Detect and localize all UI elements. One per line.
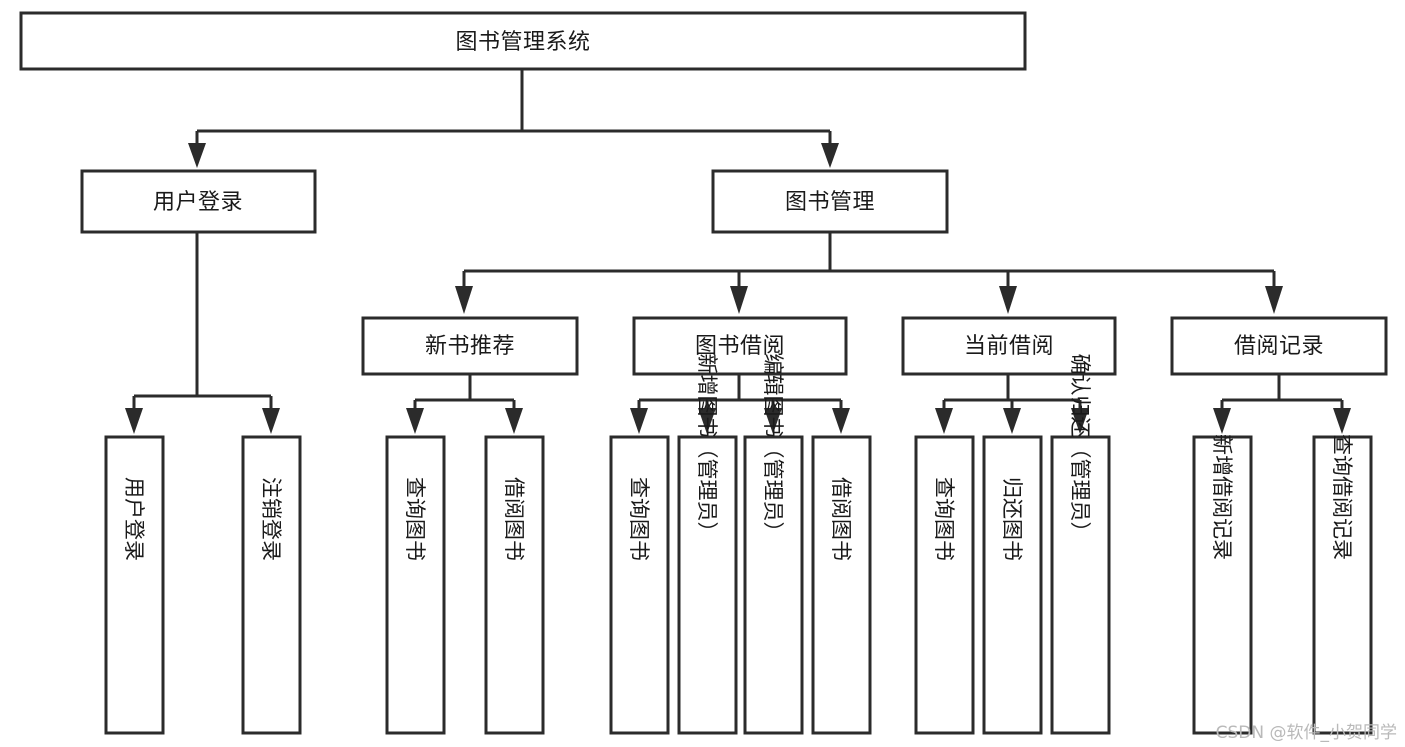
- node-root-box[interactable]: [19, 11, 1027, 71]
- node-book-borrow-box[interactable]: [632, 316, 848, 376]
- node-leaf-borrow-book-2[interactable]: 借阅图书: [811, 435, 872, 735]
- node-book-borrow-label: 图书借阅: [695, 334, 785, 359]
- arrowhead-user-login: [188, 143, 206, 168]
- node-leaf-query-book-2-label: 查询图书: [627, 477, 651, 561]
- node-book-borrow[interactable]: 图书借阅: [632, 316, 848, 376]
- node-leaf-query-record[interactable]: 查询借阅记录: [1312, 434, 1373, 735]
- arrowhead-leaf-query-book-1: [406, 408, 424, 434]
- node-leaf-borrow-book-1-label: 借阅图书: [502, 477, 526, 561]
- connector-group-new-book-rec: [406, 374, 523, 434]
- connector-group-borrow-record: [1213, 374, 1351, 434]
- node-leaf-query-book-3-box[interactable]: [914, 435, 975, 735]
- node-leaf-query-record-box[interactable]: [1312, 435, 1373, 735]
- node-leaf-add-record-label: 新增借阅记录: [1210, 434, 1234, 560]
- connector-group-user-login: [125, 232, 280, 434]
- node-leaf-borrow-book-1[interactable]: 借阅图书: [484, 435, 545, 735]
- node-leaf-add-record[interactable]: 新增借阅记录: [1192, 434, 1253, 735]
- node-leaf-query-book-1-box[interactable]: [385, 435, 446, 735]
- node-leaf-user-logout-box[interactable]: [241, 435, 302, 735]
- node-leaf-edit-book-label: 编辑图书（管理员）: [761, 354, 785, 543]
- node-leaf-confirm-return-label: 确认归还（管理员）: [1068, 354, 1092, 543]
- arrowhead-leaf-edit-book: [764, 408, 782, 434]
- node-book-manage-box[interactable]: [711, 169, 949, 234]
- arrowhead-new-book-rec: [455, 286, 473, 314]
- node-root[interactable]: 图书管理系统: [19, 11, 1027, 71]
- node-leaf-user-logout-label: 注销登录: [259, 477, 283, 561]
- node-user-login-label: 用户登录: [153, 190, 243, 215]
- node-new-book-rec[interactable]: 新书推荐: [361, 316, 579, 376]
- node-leaf-query-book-2-box[interactable]: [609, 435, 670, 735]
- node-leaf-user-login[interactable]: 用户登录: [104, 435, 165, 735]
- node-borrow-record-box[interactable]: [1170, 316, 1388, 376]
- arrowhead-leaf-user-logout: [262, 408, 280, 434]
- arrowhead-leaf-add-book: [698, 408, 716, 434]
- arrowhead-book-borrow: [730, 286, 748, 314]
- node-leaf-add-record-box[interactable]: [1192, 435, 1253, 735]
- node-current-borrow-box[interactable]: [901, 316, 1117, 376]
- node-leaf-add-book-label: 新增图书（管理员）: [695, 354, 719, 543]
- arrowhead-leaf-query-record: [1333, 408, 1351, 434]
- arrowhead-leaf-borrow-book-2: [832, 408, 850, 434]
- node-root-label: 图书管理系统: [455, 30, 590, 55]
- node-current-borrow[interactable]: 当前借阅: [901, 316, 1117, 376]
- node-leaf-confirm-return-box[interactable]: [1050, 435, 1111, 735]
- node-leaf-user-login-label: 用户登录: [122, 477, 146, 561]
- node-current-borrow-label: 当前借阅: [964, 334, 1054, 359]
- arrowhead-leaf-confirm-return: [1071, 408, 1089, 434]
- node-leaf-query-book-2[interactable]: 查询图书: [609, 435, 670, 735]
- arrowhead-current-borrow: [999, 286, 1017, 314]
- connector-group-book-manage: [455, 232, 1283, 314]
- arrowhead-leaf-return-book: [1003, 408, 1021, 434]
- node-leaf-borrow-book-2-box[interactable]: [811, 435, 872, 735]
- node-new-book-rec-label: 新书推荐: [425, 334, 515, 359]
- node-leaf-add-book-box[interactable]: [677, 435, 738, 735]
- arrowhead-leaf-query-book-3: [935, 408, 953, 434]
- node-borrow-record-label: 借阅记录: [1234, 334, 1324, 359]
- arrowhead-borrow-record: [1265, 286, 1283, 314]
- node-leaf-return-book[interactable]: 归还图书: [982, 435, 1043, 735]
- node-leaf-user-login-box[interactable]: [104, 435, 165, 735]
- csdn-watermark: CSDN @软件_小贺同学: [1215, 723, 1397, 743]
- arrowhead-leaf-borrow-book-1: [505, 408, 523, 434]
- node-leaf-edit-book[interactable]: 编辑图书（管理员）: [743, 354, 804, 735]
- arrowhead-book-manage: [821, 143, 839, 168]
- connector-group-root: [188, 69, 839, 168]
- arrowhead-leaf-user-login: [125, 408, 143, 434]
- arrowhead-leaf-add-record: [1213, 408, 1231, 434]
- node-borrow-record[interactable]: 借阅记录: [1170, 316, 1388, 376]
- node-leaf-confirm-return[interactable]: 确认归还（管理员）: [1050, 354, 1111, 735]
- connector-group-current-borrow: [935, 374, 1089, 434]
- node-user-login-box[interactable]: [80, 169, 317, 234]
- node-leaf-return-book-box[interactable]: [982, 435, 1043, 735]
- node-leaf-query-book-1-label: 查询图书: [403, 477, 427, 561]
- node-leaf-query-record-label: 查询借阅记录: [1330, 434, 1354, 560]
- node-leaf-query-book-3[interactable]: 查询图书: [914, 435, 975, 735]
- node-new-book-rec-box[interactable]: [361, 316, 579, 376]
- node-leaf-borrow-book-2-label: 借阅图书: [829, 477, 853, 561]
- node-user-login[interactable]: 用户登录: [80, 169, 317, 234]
- node-book-manage[interactable]: 图书管理: [711, 169, 949, 234]
- connector-group-book-borrow: [630, 374, 850, 434]
- node-leaf-edit-book-box[interactable]: [743, 435, 804, 735]
- node-leaf-query-book-1[interactable]: 查询图书: [385, 435, 446, 735]
- node-leaf-return-book-label: 归还图书: [1000, 477, 1024, 561]
- node-book-manage-label: 图书管理: [785, 190, 875, 215]
- node-leaf-user-logout[interactable]: 注销登录: [241, 435, 302, 735]
- arrowhead-leaf-query-book-2: [630, 408, 648, 434]
- node-leaf-add-book[interactable]: 新增图书（管理员）: [677, 354, 738, 735]
- node-leaf-query-book-3-label: 查询图书: [932, 477, 956, 561]
- node-leaf-borrow-book-1-box[interactable]: [484, 435, 545, 735]
